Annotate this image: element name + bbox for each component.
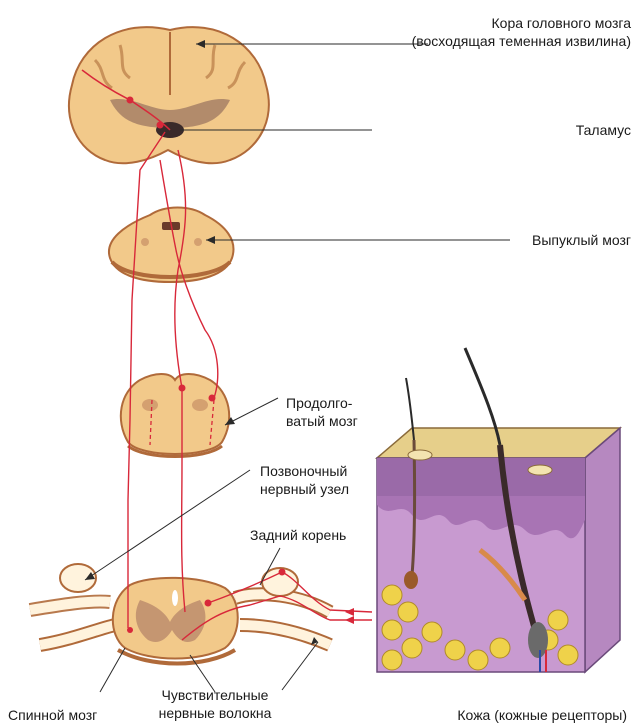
- spinal-cord-section: [30, 564, 330, 664]
- ganglion-label: Позвоночный нервный узел: [260, 462, 349, 498]
- sensory-fibers-label: Чувствительные нервные волокна: [140, 686, 290, 722]
- cortex-label-line2: (восходящая теменная извилина): [412, 32, 631, 50]
- cortex-label-line1: Кора головного мозга: [412, 14, 631, 32]
- thalamus-label: Таламус: [576, 121, 631, 139]
- medulla-label-line2: ватый мозг: [286, 412, 358, 430]
- brain-section: [69, 27, 269, 163]
- pons-section: [109, 208, 234, 283]
- spinal-cord-label: Спинной мозг: [8, 706, 97, 724]
- ganglion-label-line2: нервный узел: [260, 480, 349, 498]
- medulla-label: Продолго- ватый мозг: [286, 394, 358, 430]
- sensory-fibers-label-line1: Чувствительные: [140, 686, 290, 704]
- sensory-fibers-label-line2: нервные волокна: [140, 704, 290, 722]
- medulla-label-line1: Продолго-: [286, 394, 358, 412]
- pons-label: Выпуклый мозг: [532, 231, 631, 249]
- skin-label: Кожа (кожные рецепторы): [457, 706, 627, 724]
- ganglion-label-line1: Позвоночный: [260, 462, 349, 480]
- cortex-label: Кора головного мозга (восходящая теменна…: [412, 14, 631, 50]
- dorsal-root-label: Задний корень: [250, 526, 346, 544]
- skin-block: [377, 348, 620, 672]
